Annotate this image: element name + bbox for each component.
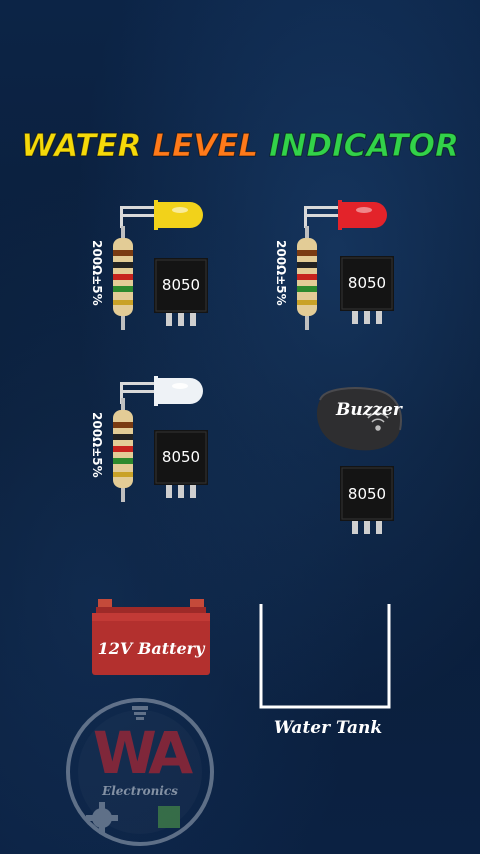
transistor-2 — [340, 256, 394, 324]
bulb-icon — [132, 706, 148, 720]
buzzer-label: Buzzer — [336, 400, 402, 420]
buzzer — [316, 387, 402, 451]
transistor-1-label: 8050 — [161, 276, 201, 294]
led-white — [120, 376, 203, 406]
watermark-letters: WA — [92, 719, 193, 787]
transistor-4-label: 8050 — [347, 485, 387, 503]
resistor-2 — [297, 226, 317, 330]
resistor-2-value: 200Ω±5% — [274, 240, 288, 306]
resistor-1 — [113, 226, 133, 330]
title-word-indicator: INDICATOR — [268, 128, 459, 165]
sound-icon — [367, 412, 389, 431]
title-word-level: LEVEL — [152, 128, 259, 165]
title-word-water: WATER — [21, 128, 142, 165]
battery-12v — [92, 599, 210, 675]
led-yellow — [120, 200, 203, 230]
watermark-subtext: Electronics — [102, 784, 178, 798]
page-title: WATER LEVEL INDICATOR — [0, 128, 480, 165]
transistor-3-label: 8050 — [161, 448, 201, 466]
transistor-3 — [154, 430, 208, 498]
battery-label: 12V Battery — [97, 639, 205, 658]
water-tank — [259, 604, 391, 709]
resistor-3 — [113, 398, 133, 502]
led-red — [304, 200, 387, 230]
watermark-logo — [66, 698, 214, 846]
transistor-4 — [340, 466, 394, 534]
resistor-3-value: 200Ω±5% — [90, 412, 104, 478]
transistor-1 — [154, 258, 208, 326]
resistor-1-value: 200Ω±5% — [90, 240, 104, 306]
gear-icon — [86, 802, 118, 834]
chip-icon — [158, 806, 180, 828]
water-tank-label: Water Tank — [273, 718, 383, 738]
transistor-2-label: 8050 — [347, 274, 387, 292]
